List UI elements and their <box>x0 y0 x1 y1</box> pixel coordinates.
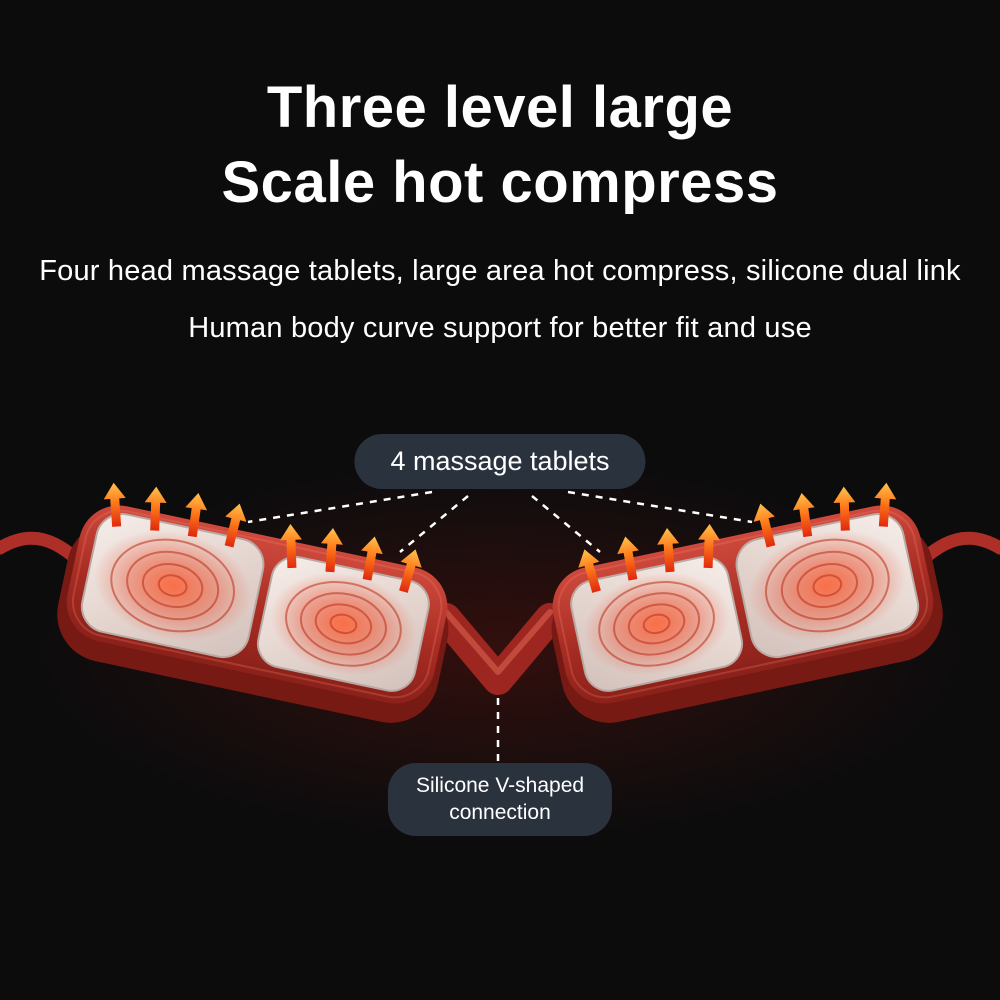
page-title: Three level large Scale hot compress <box>0 70 1000 221</box>
tablets-callout-label: 4 massage tablets <box>390 446 610 476</box>
connection-callout-line-1: Silicone V-shaped <box>415 774 585 797</box>
neck-massager-illustration <box>0 460 1000 840</box>
tablets-callout: 4 massage tablets <box>354 434 646 489</box>
connection-callout: Silicone V-shaped connection <box>387 763 613 836</box>
connection-callout-line-2: connection <box>449 801 551 825</box>
v-connection <box>431 603 565 695</box>
tablet-leader-lines <box>247 490 753 553</box>
subtitle-line-1: Four head massage tablets, large area ho… <box>39 255 961 287</box>
subtitle-line-2: Human body curve support for better fit … <box>188 311 812 344</box>
title-line-1: Three level large <box>266 75 734 140</box>
title-line-2: Scale hot compress <box>221 150 779 216</box>
page-subtitle: Four head massage tablets, large area ho… <box>0 243 1000 356</box>
